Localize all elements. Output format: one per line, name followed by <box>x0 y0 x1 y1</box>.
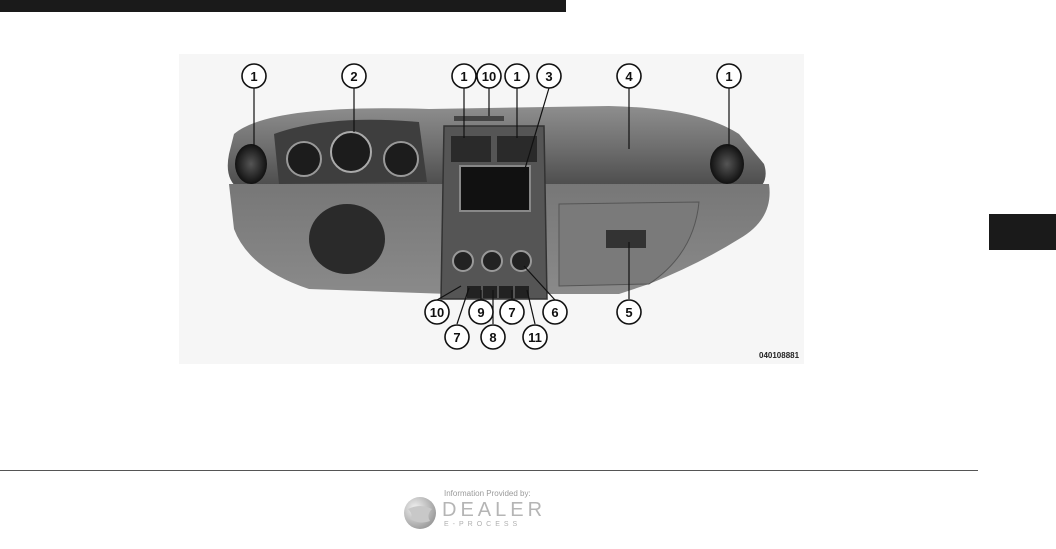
svg-text:2: 2 <box>350 69 357 84</box>
svg-text:3: 3 <box>545 69 552 84</box>
svg-text:7: 7 <box>453 330 460 345</box>
credit-subtitle: E-PROCESS <box>444 521 521 528</box>
radio-display <box>460 166 530 211</box>
svg-text:9: 9 <box>477 305 484 320</box>
vent-left <box>235 144 267 184</box>
switch-1 <box>467 286 481 298</box>
footer-divider <box>0 470 978 471</box>
svg-text:8: 8 <box>489 330 496 345</box>
svg-text:10: 10 <box>482 69 496 84</box>
callout-4: 4 <box>617 64 641 88</box>
callout-5: 5 <box>617 300 641 324</box>
callout-1-right: 1 <box>717 64 741 88</box>
credit-caption: Information Provided by: <box>444 489 531 498</box>
credit-brand: DEALER <box>442 499 546 522</box>
callout-1-center-left: 1 <box>452 64 476 88</box>
dashboard-illustration: 1 2 1 10 1 3 4 1 <box>179 54 804 364</box>
gauge-left <box>287 142 321 176</box>
svg-text:1: 1 <box>513 69 520 84</box>
steering-column-opening <box>309 204 385 274</box>
svg-text:1: 1 <box>725 69 732 84</box>
callout-8: 8 <box>481 325 505 349</box>
defrost-slot <box>454 116 504 121</box>
svg-text:1: 1 <box>460 69 467 84</box>
callout-6: 6 <box>543 300 567 324</box>
callout-11: 11 <box>523 325 547 349</box>
globe-logo-icon <box>402 495 438 531</box>
callout-2: 2 <box>342 64 366 88</box>
callout-7-left: 7 <box>445 325 469 349</box>
callout-10-top: 10 <box>477 64 501 88</box>
svg-text:10: 10 <box>430 305 444 320</box>
switch-3 <box>499 286 513 298</box>
gauge-right <box>384 142 418 176</box>
svg-text:5: 5 <box>625 305 632 320</box>
figure-id-code: 040108881 <box>759 351 799 360</box>
callout-7-right: 7 <box>500 300 524 324</box>
callout-1-center-right: 1 <box>505 64 529 88</box>
vent-right <box>710 144 744 184</box>
switch-2 <box>483 286 497 298</box>
callout-9: 9 <box>469 300 493 324</box>
glove-box-handle <box>606 230 646 248</box>
knob-center <box>482 251 502 271</box>
svg-text:7: 7 <box>508 305 515 320</box>
callout-10-bottom: 10 <box>425 300 449 324</box>
header-bar <box>0 0 566 12</box>
knob-right <box>511 251 531 271</box>
callout-1-left: 1 <box>242 64 266 88</box>
svg-text:6: 6 <box>551 305 558 320</box>
dashboard-figure: 1 2 1 10 1 3 4 1 <box>179 54 804 364</box>
provider-credit: Information Provided by: DEALER E-PROCES… <box>402 489 572 537</box>
svg-text:11: 11 <box>528 330 542 345</box>
knob-left <box>453 251 473 271</box>
callout-3: 3 <box>537 64 561 88</box>
svg-text:1: 1 <box>250 69 257 84</box>
section-tab <box>989 214 1056 250</box>
vent-center-left <box>451 136 491 162</box>
gauge-center <box>331 132 371 172</box>
svg-text:4: 4 <box>625 69 633 84</box>
